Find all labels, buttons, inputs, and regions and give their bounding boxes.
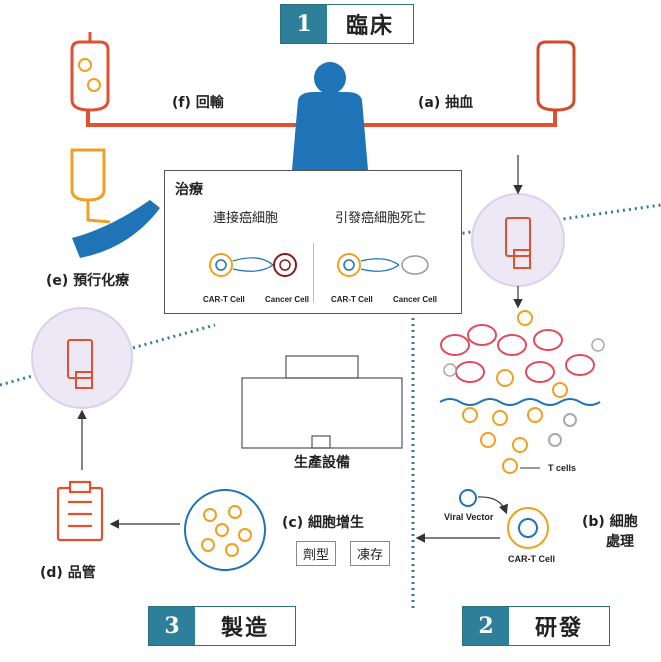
stage-label: 臨床 xyxy=(345,14,394,39)
stage-number: 1 xyxy=(281,5,327,43)
dying-cancer-cell-icon xyxy=(401,255,429,275)
culture-cells xyxy=(201,505,252,557)
device-icon-right xyxy=(505,217,531,269)
step-b-label: (b) 細胞 處理 xyxy=(582,512,638,552)
step-a-label: (a) 抽血 xyxy=(418,95,474,111)
stage-number: 3 xyxy=(149,607,195,645)
treatment-right-caption: 引發癌細胞死亡 xyxy=(335,211,427,226)
car-t-cell-label: CAR-T Cell xyxy=(508,554,555,564)
t-cells-cluster xyxy=(462,407,577,474)
step-f-label: (f) 回輸 xyxy=(172,95,224,111)
dosage-form-button[interactable]: 劑型 xyxy=(296,541,337,566)
clipboard-icon xyxy=(56,480,104,542)
car-t-label-left: CAR-T Cell xyxy=(203,295,245,304)
step-b-line2: 處理 xyxy=(606,534,634,550)
stage-label: 研發 xyxy=(534,616,583,641)
car-t-cell-icon xyxy=(507,507,549,549)
viral-vector-label: Viral Vector xyxy=(444,512,494,522)
car-t-label-right: CAR-T Cell xyxy=(331,295,373,304)
cryopreservation-button[interactable]: 凍存 xyxy=(350,541,391,566)
stage-tag-clinical: 1 臨床 xyxy=(280,4,414,44)
blood-cells-cluster xyxy=(440,310,605,398)
arrow-viral-vector xyxy=(477,496,508,515)
cell-culture-dish-icon xyxy=(184,489,266,571)
t-cells-label: T cells xyxy=(548,463,577,473)
factory-icon xyxy=(241,355,403,449)
device-icon-left xyxy=(67,339,93,389)
factory-label: 生產設備 xyxy=(294,455,350,471)
binding-lines-right xyxy=(360,258,400,272)
car-t-cell-left-icon xyxy=(209,253,233,277)
chemo-iv-icon xyxy=(70,148,111,224)
step-e-label: (e) 預行化療 xyxy=(46,273,130,289)
stage-number: 2 xyxy=(463,607,509,645)
treatment-panel: 治療 連接癌細胞 引發癌細胞死亡 CAR-T Cell Cancer Cell … xyxy=(164,170,462,314)
treatment-title: 治療 xyxy=(175,182,203,198)
cancer-label-right: Cancer Cell xyxy=(393,295,438,304)
step-d-label: (d) 品管 xyxy=(40,565,96,581)
cancer-label-left: Cancer Cell xyxy=(265,295,310,304)
cancer-cell-left-icon xyxy=(273,253,297,277)
iv-bag-return-icon xyxy=(70,32,110,112)
car-t-cell-right-icon xyxy=(337,253,361,277)
step-b-line1: (b) 細胞 xyxy=(582,514,638,530)
arm-icon xyxy=(72,200,160,258)
treatment-divider xyxy=(313,243,314,303)
membrane-line xyxy=(439,398,601,406)
step-c-label: (c) 細胞增生 xyxy=(282,515,364,531)
blood-bag-icon xyxy=(536,40,576,112)
lab-device-circle-left xyxy=(31,307,133,409)
stage-tag-manufacturing: 3 製造 xyxy=(148,606,296,646)
stage-tag-research: 2 研發 xyxy=(462,606,610,646)
viral-vector-icon xyxy=(459,489,477,507)
binding-lines-left xyxy=(232,257,274,272)
treatment-left-caption: 連接癌細胞 xyxy=(213,211,279,226)
stage-label: 製造 xyxy=(220,616,269,641)
patient-icon xyxy=(292,62,368,170)
treatment-illustration xyxy=(209,253,429,277)
lab-device-circle-right xyxy=(471,193,565,287)
